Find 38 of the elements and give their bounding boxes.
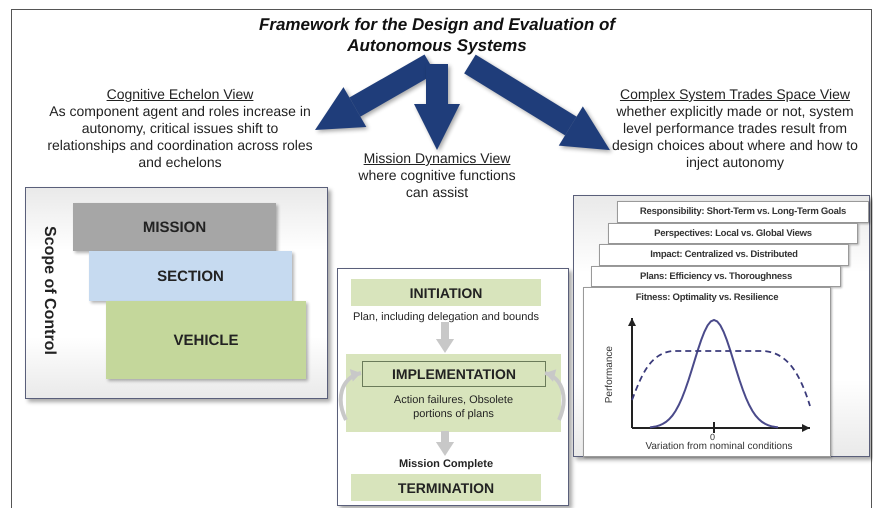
phase-label: Mission Complete [398, 457, 494, 471]
phase-band [346, 354, 561, 432]
card-heading: Plans: Efficiency vs. Thoroughness [639, 271, 793, 282]
phase-title: IMPLEMENTATION [362, 361, 546, 387]
title: Framework for the Design and Evaluation of Autonomous Systems [252, 14, 622, 64]
card-heading: Fitness: Optimality vs. Resilience [634, 292, 780, 303]
view-heading: Complex System Trades Space View [618, 86, 852, 103]
axis-label: Scope of Control [40, 226, 58, 355]
arrow [436, 322, 454, 353]
card-heading: Perspectives: Local vs. Global Views [653, 228, 813, 239]
phase-title: INITIATION [351, 279, 541, 306]
card [617, 201, 869, 223]
panel [25, 187, 328, 399]
view-heading: Cognitive Echelon View [106, 86, 254, 103]
phase-title: TERMINATION [351, 474, 541, 501]
view-description: whether explicitly made or not, system level performance trades result from design choices about where and how to inject autonomy [611, 103, 859, 171]
view-heading: Mission Dynamics View [362, 150, 512, 167]
axis-label: Performance [604, 346, 616, 404]
card [599, 244, 849, 266]
echelon-block: MISSION [73, 203, 276, 251]
view-description: where cognitive functions can assist [357, 167, 517, 201]
arrow [414, 64, 460, 150]
card [591, 266, 841, 287]
panel [337, 268, 569, 506]
card-heading: Responsibility: Short-Term vs. Long-Term Goals [638, 206, 848, 217]
view-description: As component agent and roles increase in autonomy, critical issues shift to relationships and coordination across roles and echelons [46, 103, 314, 171]
card-heading: Impact: Centralized vs. Distributed [649, 249, 799, 260]
echelon-block: SECTION [89, 251, 292, 301]
card [608, 223, 858, 244]
tick-label: 0 [710, 431, 716, 442]
echelon-block: VEHICLE [106, 301, 306, 379]
phase-description: Action failures, Obsolete portions of plans [392, 393, 514, 421]
panel [573, 195, 870, 457]
card [583, 287, 831, 457]
phase-description: Plan, including delegation and bounds [352, 310, 540, 324]
arrow [544, 370, 566, 421]
axis-label: Variation from nominal conditions [644, 441, 794, 453]
arrow [436, 431, 454, 456]
